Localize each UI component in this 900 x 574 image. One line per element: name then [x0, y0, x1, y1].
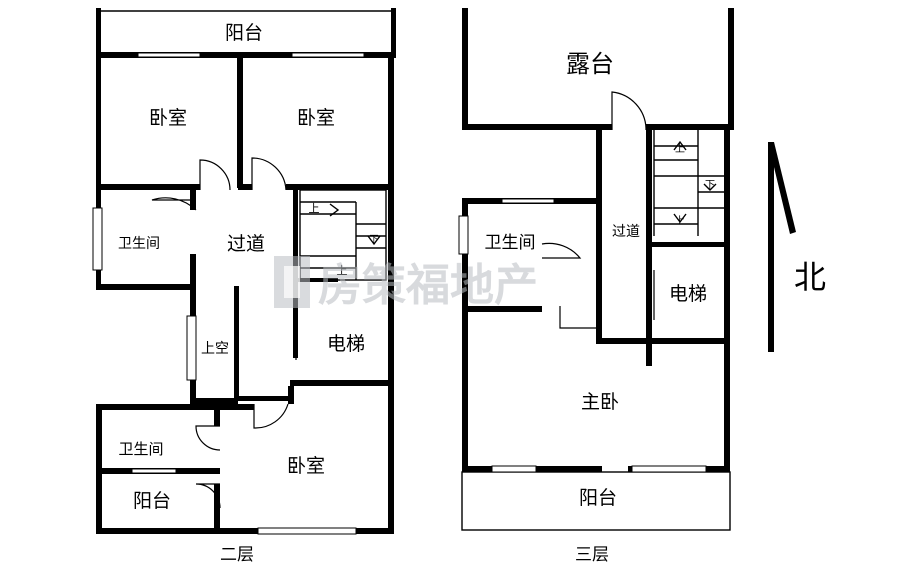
- floor-3-terrace-label: 露台: [566, 50, 614, 78]
- floor-2-doors: [151, 157, 297, 509]
- floor-2-stair-up-2: 上: [337, 264, 348, 277]
- floor-2-caption: 二层: [220, 545, 254, 565]
- floor-2-balcony-top-label: 阳台: [225, 22, 263, 44]
- floor-3-stair-up-1: 上: [675, 143, 685, 155]
- floor-2-corridor-label: 过道: [227, 233, 265, 255]
- floor-2-stair-up-1: 上: [309, 202, 320, 215]
- floor-3-master-bedroom-label: 主卧: [581, 391, 619, 413]
- floor-2-plan: 阳台 卧室 卧室 过道 卫生间 上空 电梯 卫生间 阳台 卧室 上 上 下 二层: [92, 8, 396, 565]
- floor-3-corridor-label: 过道: [612, 224, 640, 240]
- floor-3-doors: [541, 91, 655, 329]
- floor-2-bedroom-bottom-label: 卧室: [287, 455, 325, 477]
- watermark: 房策福地产: [274, 256, 538, 311]
- floor-2-bedroom-right-label: 卧室: [297, 107, 335, 129]
- floor-2-stair-down: 下: [369, 235, 378, 245]
- floor-2-bathroom-left-label: 卫生间: [118, 236, 160, 252]
- watermark-text: 房策福地产: [318, 260, 538, 311]
- compass-north-label: 北: [794, 258, 826, 296]
- floor-3-balcony-label: 阳台: [579, 487, 617, 509]
- floor-3-plan: 露台 卫生间 过道 电梯 主卧 阳台 上 上 下 三层: [458, 8, 734, 565]
- floor-2-elevator-label: 电梯: [327, 333, 365, 355]
- floor-3-caption: 三层: [575, 545, 609, 565]
- north-arrow: [768, 142, 796, 352]
- floor-3-windows: [458, 198, 707, 473]
- floor-3-stair-down: 下: [705, 180, 715, 191]
- floor-2-balcony-bottom-label: 阳台: [133, 490, 171, 512]
- floor-2-bedroom-left-label: 卧室: [149, 107, 187, 129]
- floor-2-void-label: 上空: [201, 341, 229, 357]
- floor-2-bathroom-bottom-label: 卫生间: [118, 440, 163, 458]
- floor-3-stairs: [653, 130, 724, 236]
- floor-3-stair-up-2: 上: [675, 215, 685, 227]
- floor-2-windows: [92, 52, 365, 535]
- floor-3-balcony-rail: [461, 471, 731, 531]
- floor-3-elevator-label: 电梯: [669, 283, 707, 305]
- floor-3-bathroom-label: 卫生间: [485, 233, 536, 253]
